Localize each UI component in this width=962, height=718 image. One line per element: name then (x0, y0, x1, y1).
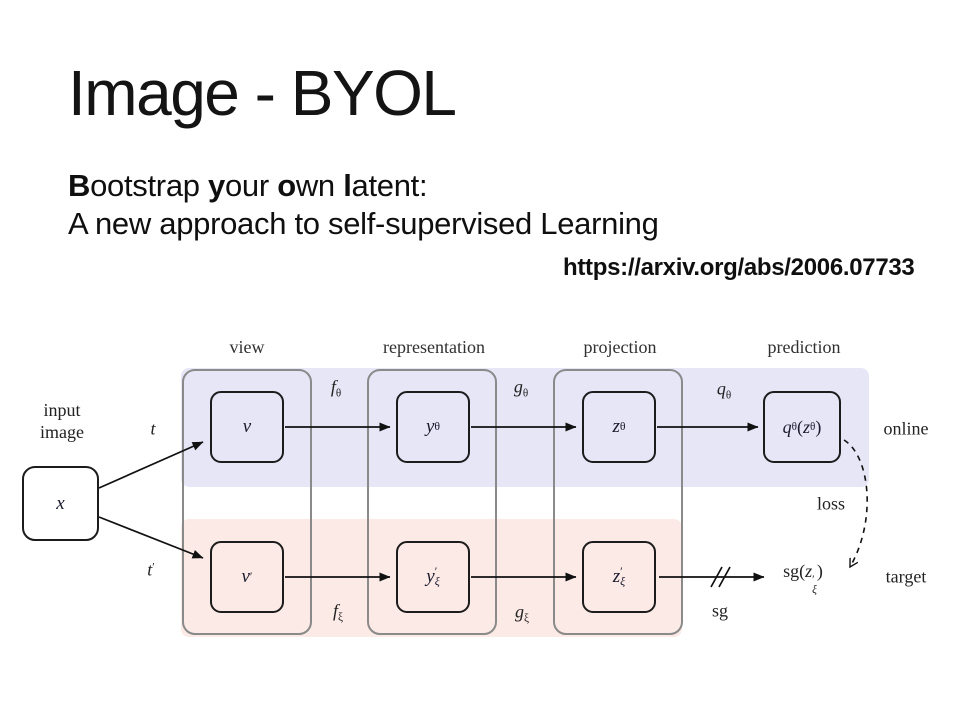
subtitle-line-1: Bootstrap your own latent: (68, 168, 428, 203)
subtitle-bold-y: y (208, 168, 225, 203)
arxiv-link[interactable]: https://arxiv.org/abs/2006.07733 (563, 254, 915, 281)
augmentation-t-label: t (150, 418, 156, 439)
node-view-v-prime: v′ (210, 541, 284, 613)
subtitle-bold-o: o (277, 168, 296, 203)
online-network-label: online (883, 418, 929, 439)
projector-g-theta-label: gθ (513, 376, 529, 400)
column-header-representation: representation (383, 337, 485, 357)
projector-g-xi-label: gξ (515, 601, 529, 625)
column-header-prediction: prediction (767, 337, 841, 357)
encoder-f-xi-label: fξ (333, 600, 343, 624)
subtitle-line-2: A new approach to self-supervised Learni… (68, 206, 659, 241)
node-view-v: v (210, 391, 284, 463)
subtitle-bold-b: B (68, 168, 91, 203)
paper-subtitle: Bootstrap your own latent: A new approac… (68, 167, 659, 243)
node-input-x: x (22, 466, 99, 541)
subtitle-bold-l: l (343, 168, 352, 203)
page-title: Image - BYOL (68, 57, 457, 129)
predictor-q-theta-label: qθ (716, 378, 732, 402)
stop-gradient-slash-icon (710, 566, 723, 588)
target-network-label: target (885, 566, 927, 587)
node-projection-z-prime-xi: z′ξ (582, 541, 656, 613)
sg-z-prime-xi-output-label: sg(z′ξ) (783, 560, 823, 596)
projection-stage-container (553, 369, 683, 635)
stop-gradient-sg-label: sg (711, 600, 729, 621)
node-representation-y-prime-xi: y′ξ (396, 541, 470, 613)
view-stage-container (182, 369, 312, 635)
column-header-view: view (229, 337, 265, 357)
input-image-label: input image (40, 400, 84, 442)
augmentation-t-prime-label: t′ (147, 559, 155, 580)
stop-gradient-slash-icon (718, 566, 731, 588)
representation-stage-container (367, 369, 497, 635)
encoder-f-theta-label: fθ (330, 376, 342, 400)
loss-label: loss (816, 493, 846, 514)
column-header-projection: projection (583, 337, 657, 357)
